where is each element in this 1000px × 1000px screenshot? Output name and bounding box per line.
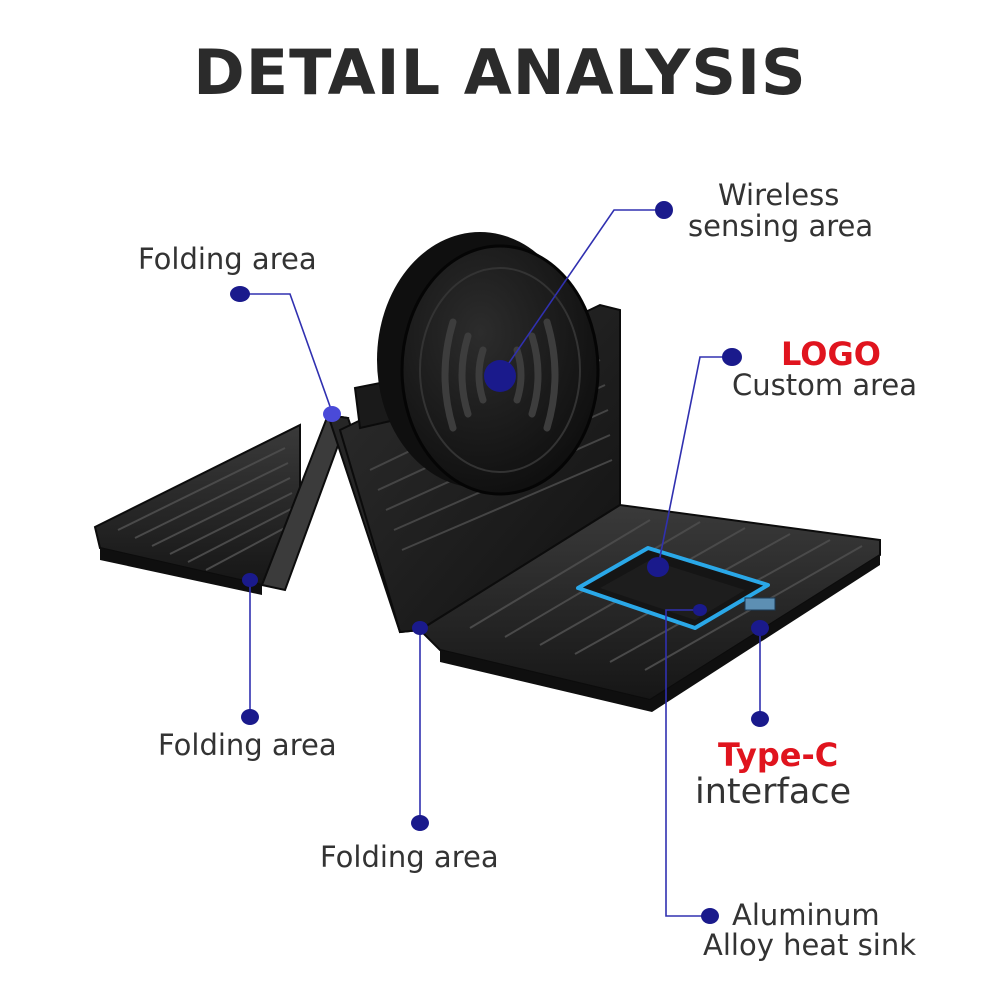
marker-dot [484, 360, 516, 392]
left-pad [93, 423, 301, 595]
leader-wireless [499, 209, 664, 377]
aluminum-label-line1: Aluminum [732, 898, 880, 932]
page-title: DETAIL ANALYSIS [193, 36, 807, 109]
folding-area-label-left: Folding area [158, 728, 337, 762]
leader-folding-top [240, 293, 333, 413]
marker-dot [323, 406, 341, 422]
folding-area-label-bottom: Folding area [320, 840, 499, 874]
marker-dot [751, 620, 769, 636]
aluminum-label-line2: Alloy heat sink [703, 928, 916, 962]
marker-dots [230, 201, 769, 924]
wireless-charging-icon [441, 318, 559, 432]
callout-lines [240, 209, 761, 917]
heat-sink [576, 546, 776, 630]
marker-dot [701, 908, 719, 924]
wireless-label-line2: sensing area [688, 209, 874, 243]
interface-label: interface [695, 772, 852, 812]
marker-dot [647, 557, 669, 577]
marker-dot [230, 286, 250, 302]
marker-dot [241, 709, 259, 725]
custom-area-label: Custom area [732, 368, 917, 402]
type-c-port [744, 597, 776, 611]
leader-aluminum [665, 609, 710, 917]
marker-dot [242, 573, 258, 587]
marker-dot [693, 604, 707, 616]
marker-dot [411, 815, 429, 831]
folding-area-label-top: Folding area [138, 242, 317, 276]
marker-dot [722, 348, 742, 366]
leader-custom-area [657, 356, 732, 568]
marker-dot [751, 711, 769, 727]
marker-dot [412, 621, 428, 635]
marker-dot [655, 201, 673, 219]
wireless-label-line1: Wireless [718, 178, 840, 212]
logo-label: LOGO [781, 335, 881, 373]
type-c-label: Type-C [718, 736, 839, 774]
